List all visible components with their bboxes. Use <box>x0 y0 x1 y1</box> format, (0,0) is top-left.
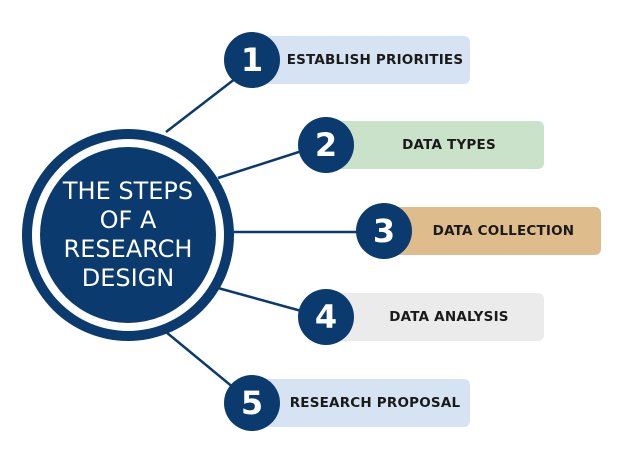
step-1-label: ESTABLISH PRIORITIES <box>286 52 464 68</box>
step-5-number: 5 <box>240 384 264 422</box>
hub-line-3: RESEARCH <box>63 235 193 263</box>
connector-5 <box>165 331 241 394</box>
step-2-number: 2 <box>314 126 338 164</box>
hub-line-4: DESIGN <box>81 264 175 292</box>
connector-2 <box>217 148 306 180</box>
step-1-number-badge: 1 <box>224 32 280 88</box>
connector-4 <box>217 286 306 314</box>
step-1-number: 1 <box>240 41 264 79</box>
step-3-label: DATA COLLECTION <box>432 223 575 239</box>
step-4-label: DATA ANALYSIS <box>389 309 509 325</box>
hub-line-1: THE STEPS <box>62 177 194 205</box>
step-5-label-box: RESEARCH PROPOSAL <box>252 379 470 427</box>
connector-1 <box>165 74 241 133</box>
step-2-number-badge: 2 <box>298 117 354 173</box>
step-4-label-box: DATA ANALYSIS <box>326 293 544 341</box>
step-3-number: 3 <box>372 212 396 250</box>
hub-line-2: OF A <box>99 206 157 234</box>
step-4-number: 4 <box>314 298 338 336</box>
step-2-label: DATA TYPES <box>402 137 496 153</box>
step-2-label-box: DATA TYPES <box>326 121 544 169</box>
step-3-label-box: DATA COLLECTION <box>382 207 601 255</box>
step-1-label-box: ESTABLISH PRIORITIES <box>252 36 470 84</box>
step-3-number-badge: 3 <box>356 203 412 259</box>
step-5-label: RESEARCH PROPOSAL <box>289 395 461 411</box>
step-5-number-badge: 5 <box>224 375 280 431</box>
hub-title: THE STEPS OF A RESEARCH DESIGN <box>40 147 216 323</box>
step-4-number-badge: 4 <box>298 289 354 345</box>
